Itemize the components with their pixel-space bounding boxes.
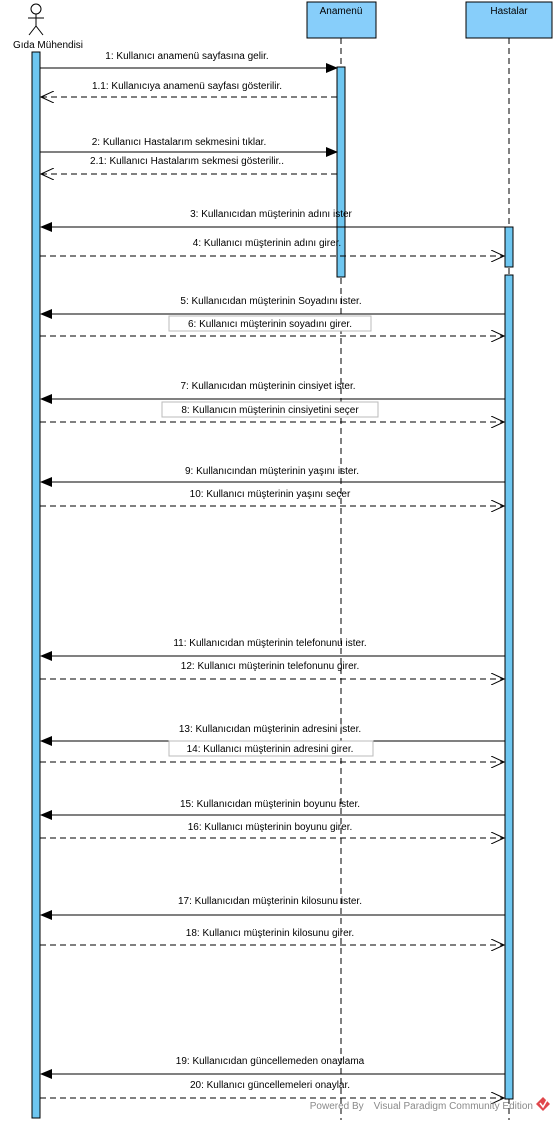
- actor-name: Gıda Mühendisi: [13, 40, 83, 51]
- message-20: 20: Kullanıcı güncellemeleri onaylar.: [40, 1080, 504, 1098]
- message-1-1-label: 1.1: Kullanıcıya anamenü sayfası gösteri…: [92, 81, 282, 92]
- message-12-label: 12: Kullanıcı müşterinin telefonunu gire…: [181, 661, 359, 672]
- visual-paradigm-logo-icon: [536, 1097, 550, 1111]
- message-4: 4: Kullanıcı müşterinin adını girer.: [40, 238, 504, 256]
- watermark-text: Powered By Visual Paradigm Community Edi…: [310, 1101, 533, 1112]
- message-15: 15: Kullanıcıdan müşterinin boyunu ister…: [40, 799, 505, 820]
- message-6-label-box: [168, 315, 372, 332]
- message-1: 1: Kullanıcı anamenü sayfasına gelir.: [40, 51, 338, 73]
- lifeline-hastalar-label: Hastalar: [490, 6, 528, 17]
- message-6-label: 6: Kullanıcı müşterinin soyadını girer.: [188, 319, 352, 330]
- message-14-label: 14: Kullanıcı müşterinin adresini girer.: [187, 744, 354, 755]
- message-16: 16: Kullanıcı müşterinin boyunu girer.: [40, 822, 504, 838]
- message-5: 5: Kullanıcıdan müşterinin Soyadını iste…: [40, 296, 505, 319]
- message-3-label: 3: Kullanıcıdan müşterinin adını ister: [190, 209, 352, 220]
- lifeline-anamenu-label: Anamenü: [320, 6, 363, 17]
- lifeline-hastalar-box: [465, 1, 553, 39]
- anamenu-activation-bar: [336, 66, 346, 278]
- message-2: 2: Kullanıcı Hastalarım sekmesini tıklar…: [40, 137, 338, 157]
- message-13: 13: Kullanıcıdan müşterinin adresini ist…: [40, 724, 505, 746]
- message-18-label: 18: Kullanıcı müşterinin kilosunu girer.: [186, 928, 354, 939]
- message-2-1-label: 2.1: Kullanıcı Hastalarım sekmesi göster…: [90, 156, 284, 167]
- lifeline-anamenu-box: [306, 1, 377, 39]
- message-20-label: 20: Kullanıcı güncellemeleri onaylar.: [190, 1080, 350, 1091]
- lifeline-hastalar: Hastalar: [465, 1, 553, 39]
- actor: Gıda Mühendisi: [13, 3, 83, 51]
- hastalar-activation-bar-1: [504, 226, 514, 268]
- message-5-label: 5: Kullanıcıdan müşterinin Soyadını iste…: [180, 296, 361, 307]
- message-7: 7: Kullanıcıdan müşterinin cinsiyet iste…: [40, 381, 505, 404]
- message-8-label-box: [161, 401, 379, 418]
- message-17-label: 17: Kullanıcıdan müşterinin kilosunu ist…: [178, 896, 362, 907]
- message-11-label: 11: Kullanıcıdan müşterinin telefonunu i…: [173, 638, 366, 649]
- message-1-1: 1.1: Kullanıcıya anamenü sayfası gösteri…: [41, 81, 337, 97]
- message-15-label: 15: Kullanıcıdan müşterinin boyunu ister…: [180, 799, 360, 810]
- message-17: 17: Kullanıcıdan müşterinin kilosunu ist…: [40, 896, 505, 920]
- message-3: 3: Kullanıcıdan müşterinin adını ister: [40, 209, 505, 232]
- message-4-label: 4: Kullanıcı müşterinin adını girer.: [193, 238, 341, 249]
- message-8-label: 8: Kullanıcın müşterinin cinsiyetini seç…: [181, 405, 359, 416]
- message-16-label: 16: Kullanıcı müşterinin boyunu girer.: [188, 822, 353, 833]
- hastalar-activation-bar-2: [504, 274, 514, 1100]
- message-13-label: 13: Kullanıcıdan müşterinin adresini ist…: [179, 724, 361, 735]
- message-11: 11: Kullanıcıdan müşterinin telefonunu i…: [40, 638, 505, 661]
- message-19-label: 19: Kullanıcıdan güncellemeden onaylama: [176, 1056, 365, 1067]
- message-6: 6: Kullanıcı müşterinin soyadını girer.: [40, 315, 504, 336]
- message-8: 8: Kullanıcın müşterinin cinsiyetini seç…: [40, 401, 504, 422]
- message-9-label: 9: Kullanıcından müşterinin yaşını ister…: [185, 466, 359, 477]
- message-10-label: 10: Kullanıcı müşterinin yaşını seçer: [190, 489, 351, 500]
- message-2-1: 2.1: Kullanıcı Hastalarım sekmesi göster…: [41, 156, 337, 174]
- watermark: Powered By Visual Paradigm Community Edi…: [310, 1097, 550, 1112]
- message-7-label: 7: Kullanıcıdan müşterinin cinsiyet iste…: [180, 381, 355, 392]
- message-14: 14: Kullanıcı müşterinin adresini girer.: [40, 740, 504, 762]
- message-10: 10: Kullanıcı müşterinin yaşını seçer: [40, 489, 504, 506]
- message-18: 18: Kullanıcı müşterinin kilosunu girer.: [40, 928, 504, 945]
- message-9: 9: Kullanıcından müşterinin yaşını ister…: [40, 466, 505, 487]
- message-12: 12: Kullanıcı müşterinin telefonunu gire…: [40, 661, 504, 679]
- message-14-label-box: [168, 740, 374, 757]
- message-1-label: 1: Kullanıcı anamenü sayfasına gelir.: [105, 51, 268, 62]
- message-2-label: 2: Kullanıcı Hastalarım sekmesini tıklar…: [92, 137, 267, 148]
- stick-figure-icon: [28, 3, 44, 36]
- message-19: 19: Kullanıcıdan güncellemeden onaylama: [40, 1056, 505, 1079]
- actor-activation-bar: [31, 51, 41, 1119]
- lifeline-anamenu: Anamenü: [306, 1, 377, 39]
